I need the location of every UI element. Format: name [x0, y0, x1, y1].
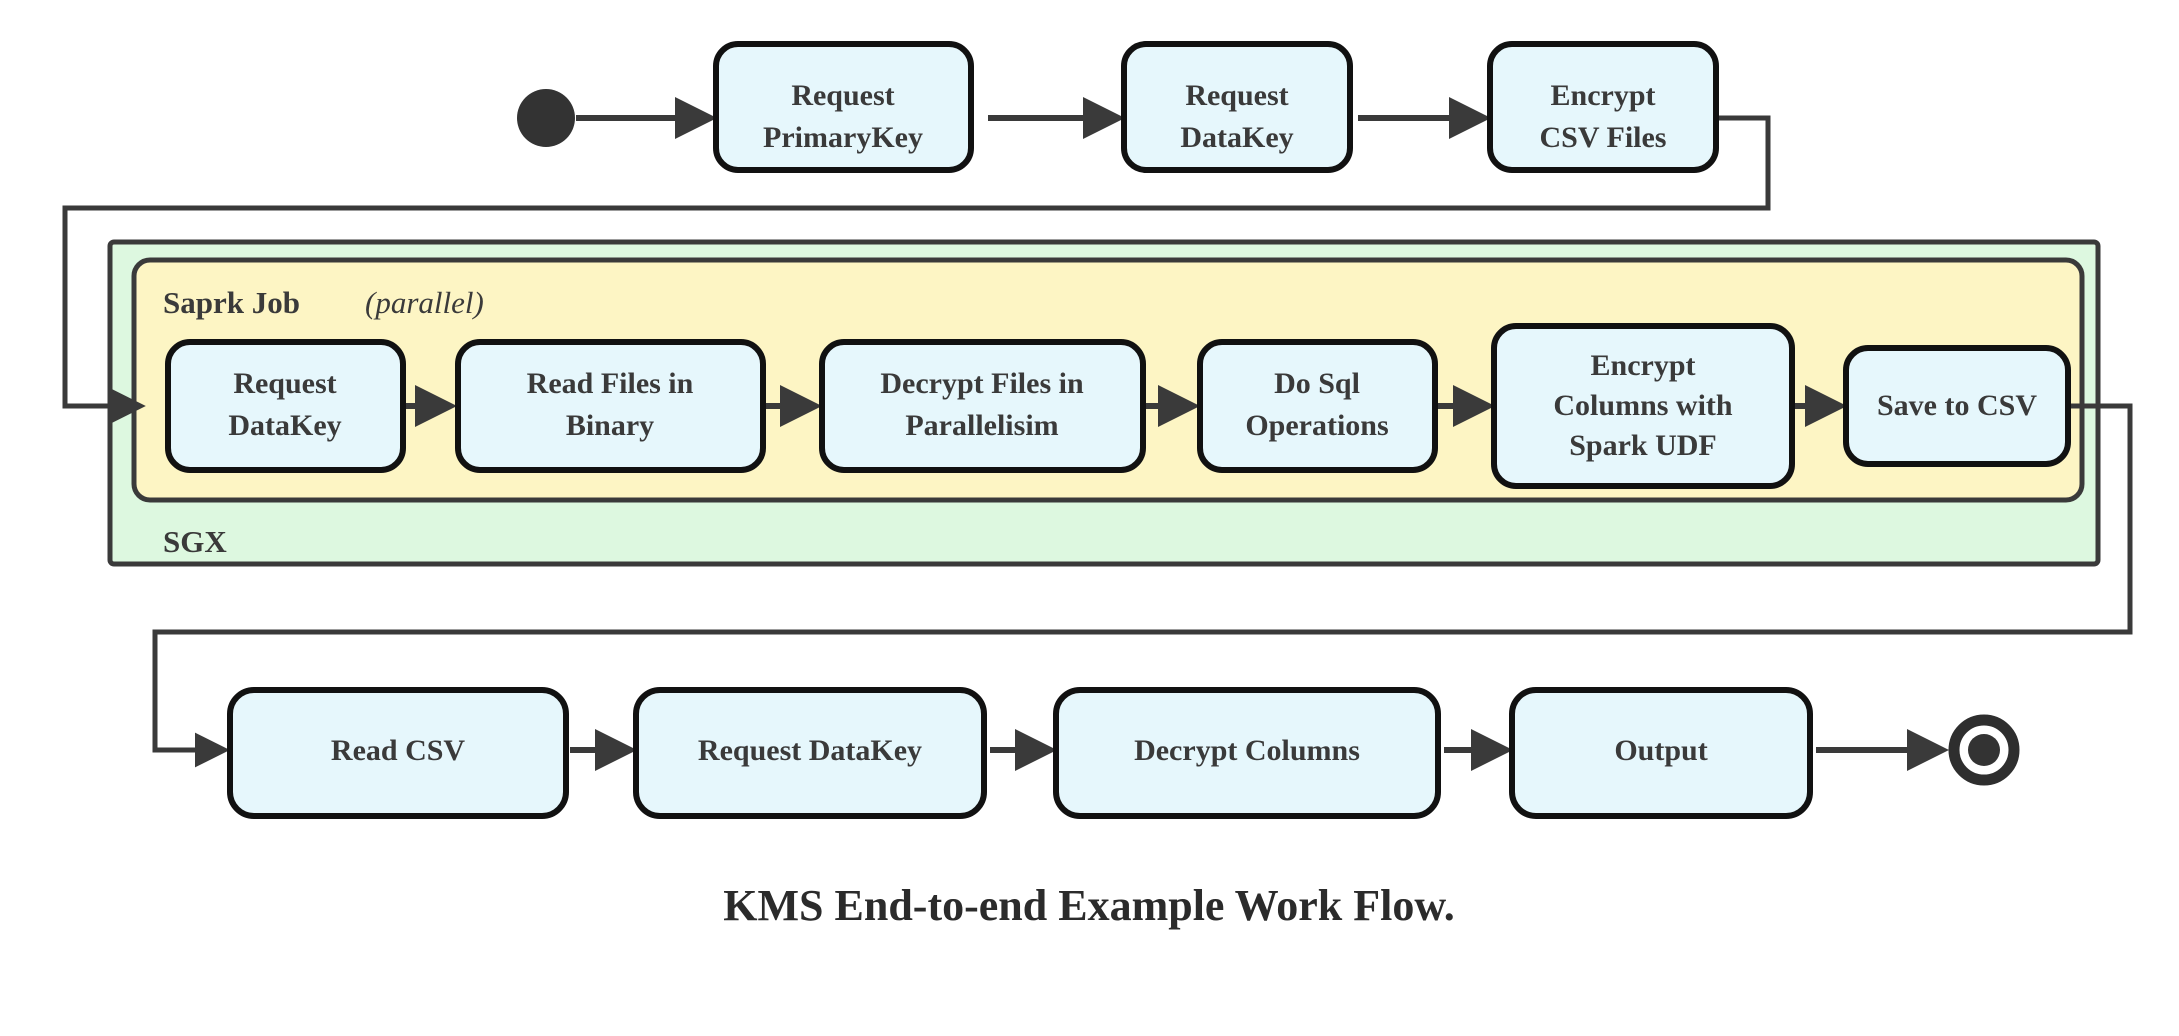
node-encrypt-csv-files[interactable]: Encrypt CSV Files [1487, 41, 1719, 173]
node-encrypt-columns-with-spark-udf-line-1: Encrypt [1591, 349, 1696, 382]
node-read-files-in-binary-line-2: Binary [566, 409, 654, 442]
node-encrypt-columns-with-spark-udf[interactable]: Encrypt Columns with Spark UDF [1491, 323, 1795, 489]
spark-job-parallel-label: (parallel) [365, 285, 484, 320]
node-encrypt-columns-with-spark-udf-line-3: Spark UDF [1569, 429, 1717, 462]
node-save-to-csv-label: Save to CSV [1877, 389, 2037, 422]
node-decrypt-files-in-parallelisim[interactable]: Decrypt Files in Parallelisim [819, 339, 1146, 473]
node-output-label: Output [1614, 734, 1707, 767]
diagram-caption: KMS End-to-end Example Work Flow. [723, 881, 1454, 930]
node-request-datakey-bottom-label: Request DataKey [698, 734, 922, 767]
node-request-primarykey[interactable]: Request PrimaryKey [713, 41, 974, 173]
node-read-csv-label: Read CSV [331, 734, 466, 767]
sgx-label: SGX [163, 524, 227, 559]
node-request-datakey-spark-line-2: DataKey [228, 409, 341, 442]
edge-encrypt-csv-to-spark-datakey [62, 115, 1771, 424]
spark-job-label: Saprk Job [163, 285, 300, 320]
node-decrypt-files-in-parallelisim-line-2: Parallelisim [905, 409, 1058, 442]
node-encrypt-csv-files-line-2: CSV Files [1540, 121, 1667, 154]
node-request-datakey-top-line-1: Request [1185, 79, 1288, 112]
edge-save-csv-to-read-csv [152, 403, 2133, 768]
final-state-node [1948, 714, 2020, 786]
node-request-datakey-spark[interactable]: Request DataKey [165, 339, 406, 473]
node-do-sql-operations[interactable]: Do Sql Operations [1197, 339, 1438, 473]
node-decrypt-columns-label: Decrypt Columns [1134, 734, 1360, 767]
node-request-datakey-top-line-2: DataKey [1180, 121, 1293, 154]
node-save-to-csv[interactable]: Save to CSV [1843, 345, 2071, 467]
node-request-datakey-bottom[interactable]: Request DataKey [633, 687, 987, 819]
node-request-datakey-top[interactable]: Request DataKey [1121, 41, 1353, 173]
node-request-primarykey-line-2: PrimaryKey [763, 121, 923, 154]
node-decrypt-columns[interactable]: Decrypt Columns [1053, 687, 1441, 819]
node-decrypt-files-in-parallelisim-line-1: Decrypt Files in [880, 367, 1084, 400]
node-request-datakey-spark-line-1: Request [233, 367, 336, 400]
node-do-sql-operations-line-2: Operations [1245, 409, 1388, 442]
node-read-files-in-binary-line-1: Read Files in [527, 367, 694, 400]
initial-state-node [517, 89, 575, 147]
node-read-csv[interactable]: Read CSV [227, 687, 569, 819]
node-encrypt-csv-files-line-1: Encrypt [1551, 79, 1656, 112]
node-read-files-in-binary[interactable]: Read Files in Binary [455, 339, 766, 473]
node-do-sql-operations-line-1: Do Sql [1274, 367, 1360, 400]
node-output[interactable]: Output [1509, 687, 1813, 819]
node-encrypt-columns-with-spark-udf-line-2: Columns with [1553, 389, 1733, 422]
node-request-primarykey-line-1: Request [791, 79, 894, 112]
